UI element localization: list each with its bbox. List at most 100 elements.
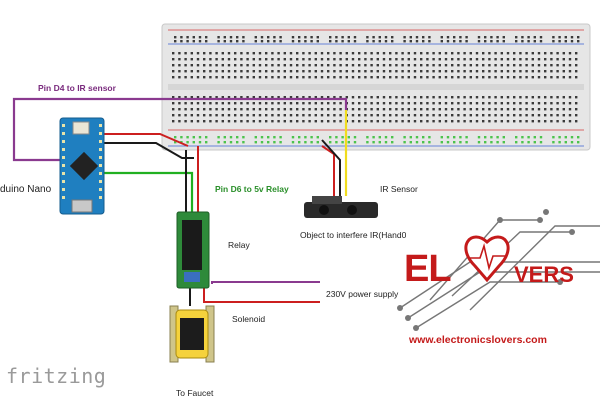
breadboard-hole [502, 36, 505, 39]
breadboard-hole [384, 40, 388, 43]
breadboard-hole [488, 58, 491, 61]
breadboard-hole [196, 108, 200, 111]
wire-ir-gnd [321, 139, 341, 196]
breadboard-hole [314, 96, 317, 99]
breadboard-hole [316, 141, 319, 144]
breadboard-hole [221, 120, 224, 123]
breadboard-hole [376, 114, 379, 117]
breadboard-hole [302, 108, 305, 111]
breadboard-hole [544, 96, 547, 99]
breadboard-hole [539, 136, 543, 139]
breadboard-hole [172, 120, 175, 123]
breadboard-hole [327, 52, 330, 55]
breadboard-hole [184, 64, 187, 67]
breadboard-hole [403, 141, 406, 144]
breadboard-hole [242, 141, 245, 144]
breadboard-hole [494, 102, 497, 105]
breadboard-hole [544, 102, 547, 105]
breadboard-hole [316, 136, 319, 139]
breadboard-hole [525, 114, 528, 117]
breadboard-hole [444, 64, 448, 67]
breadboard-hole [568, 108, 572, 111]
breadboard-hole [291, 141, 295, 144]
breadboard-hole [223, 40, 226, 43]
breadboard-hole [246, 102, 249, 105]
breadboard-hole [240, 64, 243, 67]
breadboard-hole [401, 114, 404, 117]
breadboard-hole [209, 96, 212, 99]
breadboard-hole [413, 96, 417, 99]
breadboard-hole [389, 58, 392, 61]
breadboard-hole [339, 108, 342, 111]
breadboard-hole [234, 108, 237, 111]
breadboard-hole [382, 120, 386, 123]
breadboard-hole [366, 141, 369, 144]
breadboard-hole [482, 64, 485, 67]
breadboard-hole [215, 96, 218, 99]
breadboard-hole [221, 76, 224, 79]
breadboard-hole [389, 114, 392, 117]
breadboard-hole [351, 108, 355, 111]
breadboard-hole [556, 64, 559, 67]
breadboard-hole [345, 52, 348, 55]
breadboard-hole [242, 36, 245, 39]
breadboard-hole [519, 108, 522, 111]
breadboard-hole [302, 58, 305, 61]
breadboard-hole [246, 70, 249, 73]
breadboard-hole [283, 76, 286, 79]
breadboard-hole [438, 108, 441, 111]
breadboard-hole [432, 96, 435, 99]
breadboard-hole [298, 141, 301, 144]
breadboard-hole [310, 40, 313, 43]
breadboard-hole [426, 120, 429, 123]
breadboard-hole [339, 52, 342, 55]
breadboard-hole [482, 76, 485, 79]
breadboard-hole [370, 120, 373, 123]
breadboard-hole [409, 141, 412, 144]
breadboard-hole [407, 52, 410, 55]
breadboard-hole [506, 58, 510, 61]
breadboard-hole [258, 114, 262, 117]
breadboard-hole [227, 102, 231, 105]
breadboard-hole [382, 108, 386, 111]
breadboard-hole [333, 64, 336, 67]
breadboard-hole [196, 52, 200, 55]
breadboard-hole [391, 36, 394, 39]
breadboard-hole [246, 120, 249, 123]
breadboard-hole [531, 64, 534, 67]
breadboard-hole [203, 52, 206, 55]
breadboard-hole [190, 114, 193, 117]
breadboard-hole [314, 120, 317, 123]
breadboard-hole [271, 76, 274, 79]
breadboard-hole [459, 136, 462, 139]
breadboard-hole [395, 96, 398, 99]
breadboard-hole [370, 108, 373, 111]
breadboard-hole [229, 136, 233, 139]
breadboard-hole [364, 108, 367, 111]
breadboard-hole [490, 136, 493, 139]
breadboard-hole [252, 108, 255, 111]
breadboard-hole [180, 36, 183, 39]
breadboard-hole [172, 102, 175, 105]
breadboard-hole [314, 108, 317, 111]
breadboard-hole [500, 64, 503, 67]
breadboard-hole [277, 52, 280, 55]
breadboard-hole [364, 70, 367, 73]
breadboard-hole [347, 136, 350, 139]
breadboard-hole [196, 70, 200, 73]
breadboard-hole [415, 141, 419, 144]
breadboard-hole [531, 58, 534, 61]
breadboard-hole [378, 136, 381, 139]
breadboard-hole [345, 96, 348, 99]
breadboard-hole [353, 40, 357, 43]
breadboard-hole [409, 136, 412, 139]
breadboard-hole [178, 76, 181, 79]
breadboard-hole [351, 58, 355, 61]
breadboard-hole [496, 141, 499, 144]
breadboard-hole [482, 96, 485, 99]
breadboard-hole [556, 96, 559, 99]
breadboard-hole [273, 136, 276, 139]
breadboard-hole [432, 58, 435, 61]
breadboard-hole [568, 64, 572, 67]
breadboard-hole [260, 136, 264, 139]
